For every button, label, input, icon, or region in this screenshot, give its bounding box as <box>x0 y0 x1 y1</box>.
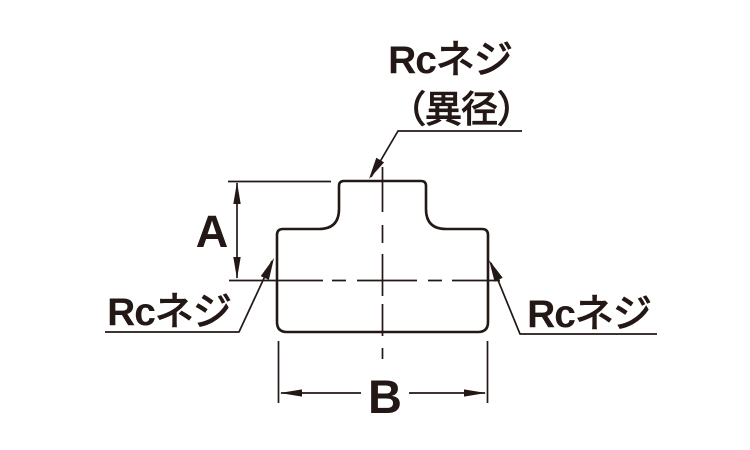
dimension-a: A <box>196 180 331 279</box>
dim-b-arrow-left-icon <box>280 389 302 397</box>
leader-top-arrow-icon <box>369 157 385 179</box>
callout-right-thread: Rcネジ <box>489 260 657 336</box>
callout-left-thread: Rcネジ <box>105 258 274 334</box>
callout-top-thread: Rcネジ （異径） <box>369 39 534 179</box>
top-thread-note: （異径） <box>389 89 533 130</box>
dim-a-arrow-down-icon <box>233 257 241 279</box>
dim-b-label: B <box>368 370 402 423</box>
leader-left-arrow-icon <box>260 258 274 280</box>
right-thread-label: Rcネジ <box>527 293 651 336</box>
left-thread-label: Rcネジ <box>107 291 231 334</box>
leader-right <box>490 262 657 335</box>
fitting-outline <box>275 179 490 334</box>
dim-b-arrow-right-icon <box>464 389 486 397</box>
dim-a-label: A <box>196 206 229 257</box>
dimension-b: B <box>277 341 489 423</box>
leader-left <box>105 260 273 333</box>
leader-right-arrow-icon <box>489 260 503 282</box>
top-thread-label: Rcネジ <box>388 39 512 82</box>
dim-a-arrow-up-icon <box>233 182 241 204</box>
leader-top <box>370 130 522 178</box>
